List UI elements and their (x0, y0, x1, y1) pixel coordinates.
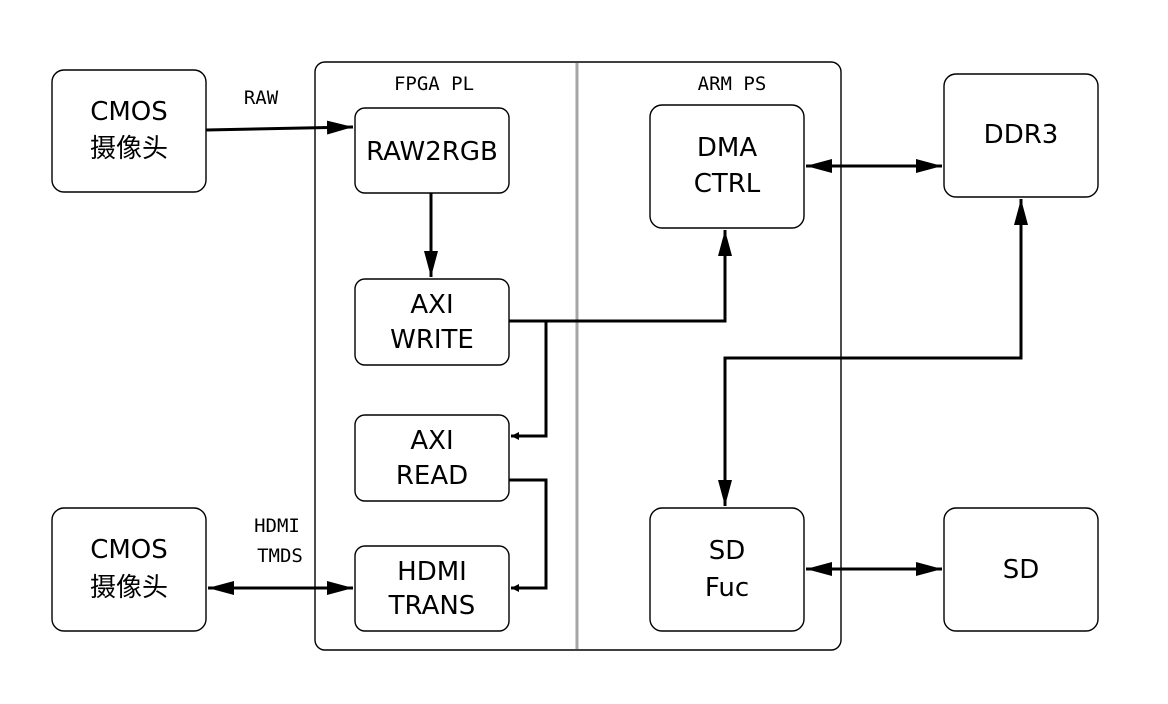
svg-text:CTRL: CTRL (694, 169, 761, 199)
ddr3-to-sd-fuc-bidirectional-arrow (718, 199, 1028, 506)
svg-text:WRITE: WRITE (390, 325, 474, 355)
arm-ps-region-label: ARM PS (698, 73, 767, 95)
svg-text:SD: SD (1003, 555, 1040, 585)
svg-text:READ: READ (396, 461, 468, 491)
fpga-pl-region-label: FPGA PL (394, 73, 474, 95)
cmos-camera-bottom-block: CMOS 摄像头 (51, 507, 207, 632)
axi-write-to-axi-read-arrow (511, 321, 548, 440)
svg-text:DMA: DMA (697, 133, 757, 163)
raw2rgb-block: RAW2RGB (354, 107, 510, 194)
svg-text:SD: SD (709, 536, 746, 566)
svg-text:CMOS: CMOS (90, 535, 168, 565)
svg-text:HDMI: HDMI (397, 557, 467, 587)
svg-text:AXI: AXI (410, 290, 453, 320)
svg-text:摄像头: 摄像头 (90, 573, 168, 603)
cmos-camera-top-block: CMOS 摄像头 (51, 69, 207, 193)
svg-text:DDR3: DDR3 (984, 120, 1059, 150)
raw-signal-label: RAW (244, 87, 279, 109)
svg-text:CMOS: CMOS (90, 97, 168, 127)
dma-ctrl-block: DMA CTRL (649, 104, 805, 229)
axi-write-to-dma-arrow (509, 230, 732, 323)
svg-text:TRANS: TRANS (388, 591, 476, 621)
svg-text:RAW2RGB: RAW2RGB (366, 137, 498, 167)
hdmi-trans-block: HDMI TRANS (354, 545, 510, 632)
svg-text:摄像头: 摄像头 (90, 134, 168, 164)
axi-read-to-hdmi-trans-arrow (509, 478, 548, 592)
sd-fuc-block: SD Fuc (649, 507, 805, 632)
tmds-signal-label: TMDS (257, 545, 303, 567)
hdmi-signal-label: HDMI (254, 515, 300, 537)
raw-to-raw2rgb-arrow (205, 120, 354, 135)
svg-text:Fuc: Fuc (705, 573, 749, 603)
axi-write-block: AXI WRITE (354, 278, 510, 366)
ddr3-block: DDR3 (943, 73, 1099, 198)
svg-text:AXI: AXI (410, 426, 453, 456)
sd-card-block: SD (943, 507, 1099, 632)
axi-read-block: AXI READ (354, 414, 510, 502)
